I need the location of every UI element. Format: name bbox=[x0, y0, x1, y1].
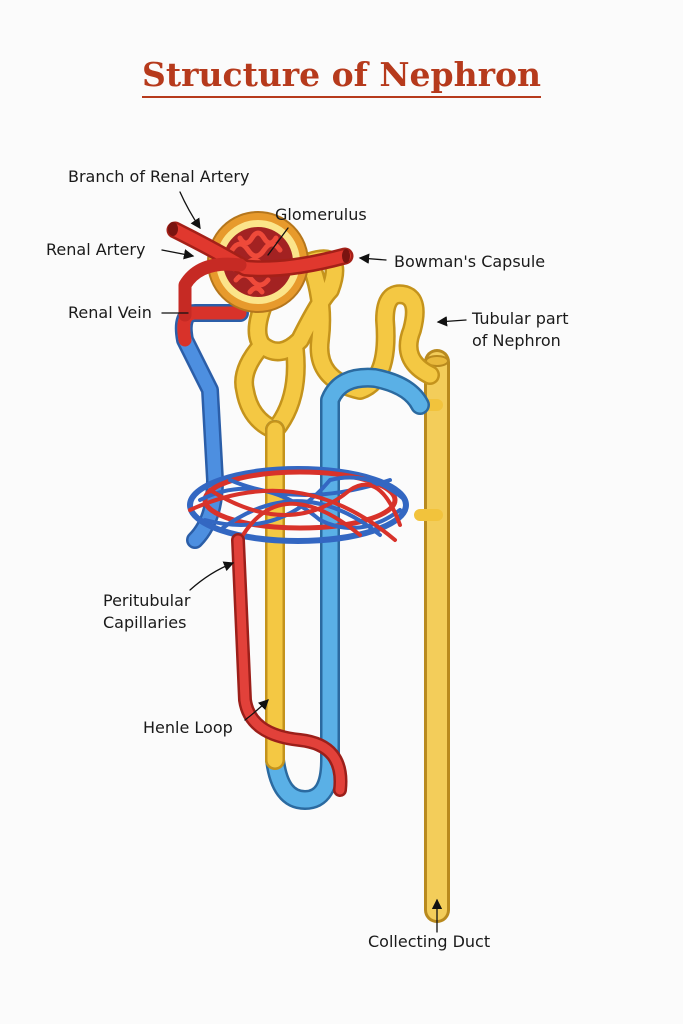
title-text: Structure of Nephron bbox=[142, 55, 541, 98]
label-peritubular-line1: Peritubular bbox=[103, 591, 191, 610]
peritubular-capillaries bbox=[187, 466, 409, 544]
label-renal-vein: Renal Vein bbox=[68, 303, 152, 322]
label-bowmans-capsule: Bowman's Capsule bbox=[394, 252, 546, 271]
label-tubular-line2: of Nephron bbox=[472, 331, 561, 350]
label-glomerulus: Glomerulus bbox=[275, 205, 367, 224]
label-renal-artery: Renal Artery bbox=[46, 240, 146, 259]
label-henle-loop: Henle Loop bbox=[143, 718, 233, 737]
label-branch-renal-artery: Branch of Renal Artery bbox=[68, 167, 250, 186]
diagram-title: Structure of Nephron bbox=[0, 55, 683, 98]
label-tubular-part: Tubular part of Nephron bbox=[472, 308, 569, 352]
label-tubular-line1: Tubular part bbox=[472, 309, 569, 328]
label-collecting-duct: Collecting Duct bbox=[368, 932, 491, 951]
label-peritubular-line2: Capillaries bbox=[103, 613, 187, 632]
